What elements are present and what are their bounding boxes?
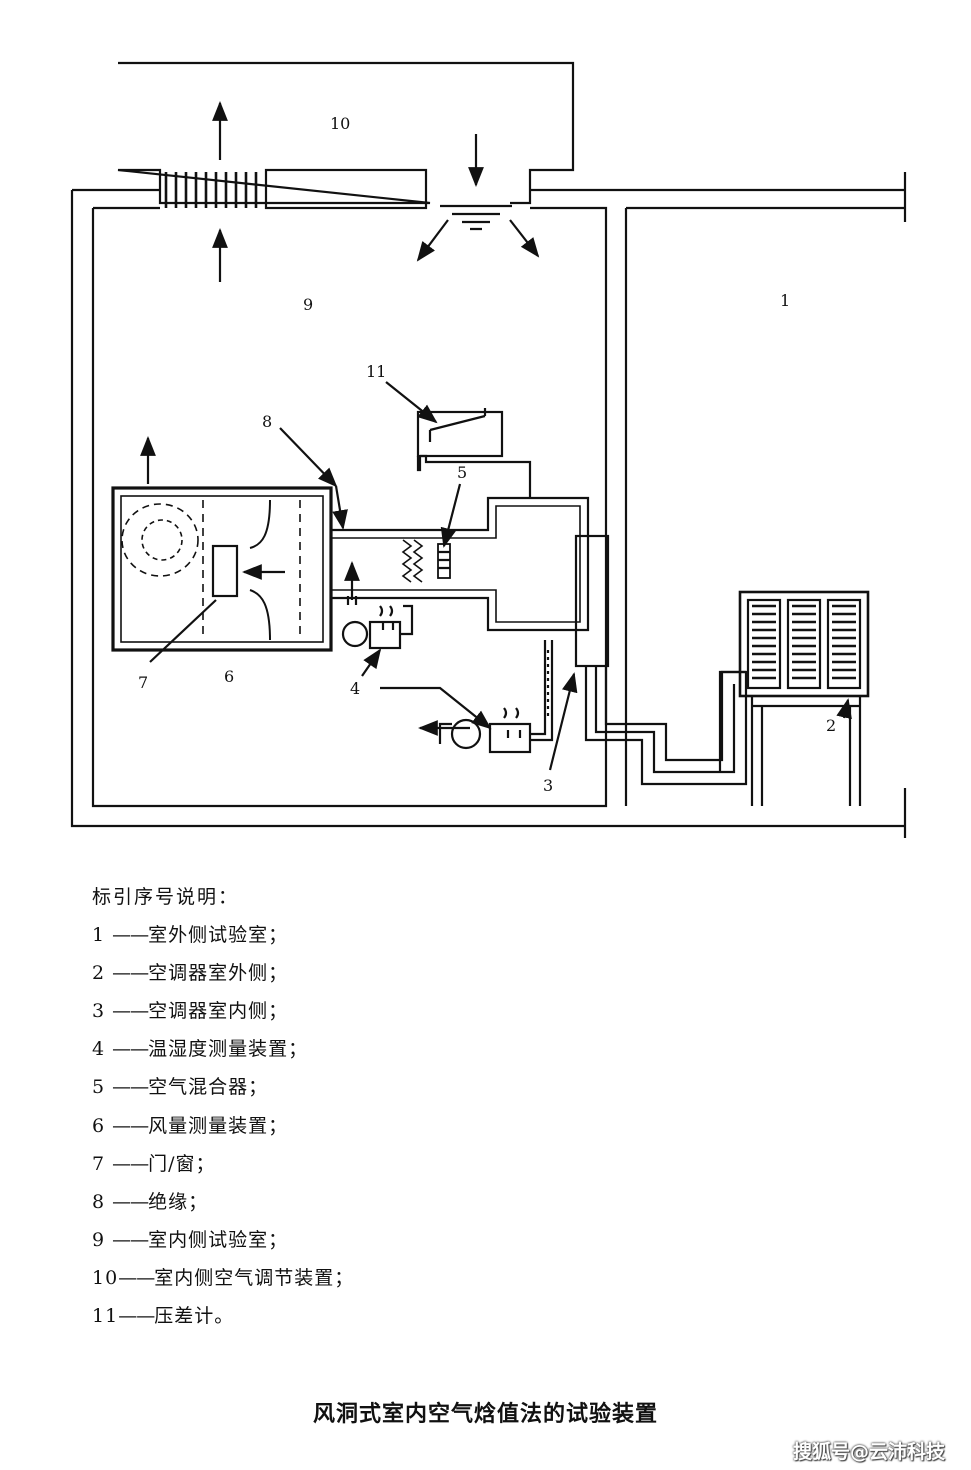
legend-item: 4 ——温湿度测量装置； <box>92 1030 354 1068</box>
legend-item-text: 空气混合器； <box>148 1076 269 1099</box>
label-8: 8 <box>262 412 272 431</box>
legend-item-number: 1 <box>92 924 106 947</box>
legend-item-text: 室内侧试验室； <box>148 1228 289 1251</box>
legend-dash: —— <box>118 1266 155 1289</box>
legend-item-number: 8 <box>92 1190 106 1213</box>
outdoor-room-wall <box>530 172 907 838</box>
label-6: 6 <box>224 667 234 686</box>
test-setup-diagram: 10 9 1 11 8 5 7 6 4 3 2 <box>70 61 907 838</box>
label-3: 3 <box>543 776 553 795</box>
legend-item-number: 10 <box>92 1266 119 1289</box>
legend: 标引序号说明： 1 ——室外侧试验室；2 ——空调器室外侧；3 ——空调器室内侧… <box>92 878 354 1335</box>
legend-dash: —— <box>112 1076 149 1099</box>
legend-heading: 标引序号说明： <box>92 886 240 908</box>
figure-caption: 风洞式室内空气焓值法的试验装置 <box>312 1401 658 1427</box>
legend-item: 11——压差计。 <box>92 1297 354 1335</box>
legend-item-number: 3 <box>92 1000 106 1023</box>
legend-item: 3 ——空调器室内侧； <box>92 992 354 1030</box>
legend-dash: —— <box>112 1152 149 1175</box>
legend-item: 9 ——室内侧试验室； <box>92 1221 354 1259</box>
grille-slats <box>164 172 258 208</box>
ac-outdoor-unit <box>738 590 870 698</box>
legend-item-text: 空调器室外侧； <box>148 962 289 985</box>
legend-item-text: 压差计。 <box>154 1305 235 1328</box>
legend-item-text: 门/窗； <box>148 1152 216 1175</box>
label-7: 7 <box>138 673 148 692</box>
label-4: 4 <box>350 679 360 698</box>
legend-item: 1 ——室外侧试验室； <box>92 916 354 954</box>
pressure-gauge <box>416 410 504 458</box>
airflow-measurement-chamber <box>111 486 333 652</box>
legend-item-text: 空调器室内侧； <box>148 1000 289 1023</box>
indoor-ac-device-outline <box>117 61 575 205</box>
door-window <box>211 544 239 598</box>
legend-dash: —— <box>112 1000 149 1023</box>
legend-dash: —— <box>112 924 149 947</box>
legend-item-text: 绝缘； <box>148 1190 209 1213</box>
legend-dash: —— <box>112 1114 149 1137</box>
legend-dash: —— <box>112 962 149 985</box>
legend-item: 2 ——空调器室外侧； <box>92 954 354 992</box>
diffuser <box>440 204 512 231</box>
label-5: 5 <box>457 463 467 482</box>
label-1: 1 <box>780 291 790 310</box>
label-9: 9 <box>303 295 313 314</box>
legend-dash: —— <box>112 1038 149 1061</box>
legend-dash: —— <box>112 1228 149 1251</box>
legend-item: 10——室内侧空气调节装置； <box>92 1259 354 1297</box>
legend-item: 8 ——绝缘； <box>92 1183 354 1221</box>
legend-item-number: 2 <box>92 962 106 985</box>
label-10: 10 <box>330 114 350 133</box>
legend-item-text: 室外侧试验室； <box>148 924 289 947</box>
legend-dash: —— <box>118 1305 155 1328</box>
legend-item-number: 9 <box>92 1228 106 1251</box>
legend-item: 6 ——风量测量装置； <box>92 1107 354 1145</box>
legend-item: 7 ——门/窗； <box>92 1145 354 1183</box>
legend-item-number: 11 <box>92 1305 119 1328</box>
sampling-fan <box>341 620 369 648</box>
label-2: 2 <box>826 716 836 735</box>
legend-item-number: 6 <box>92 1114 106 1137</box>
indoor-room-wall <box>70 188 905 828</box>
ac-indoor-unit <box>574 534 610 668</box>
legend-item-number: 7 <box>92 1152 106 1175</box>
legend-item-text: 温湿度测量装置； <box>148 1038 309 1061</box>
sampling-device <box>488 722 532 754</box>
label-11: 11 <box>366 362 386 381</box>
legend-item-text: 风量测量装置； <box>148 1114 289 1137</box>
legend-item-text: 室内侧空气调节装置； <box>154 1266 355 1289</box>
legend-dash: —— <box>112 1190 149 1213</box>
watermark: 搜狐号@云沛科技 <box>792 1441 945 1463</box>
legend-item: 5 ——空气混合器； <box>92 1068 354 1106</box>
coil-block <box>264 168 428 210</box>
legend-item-number: 5 <box>92 1076 106 1099</box>
legend-list: 1 ——室外侧试验室；2 ——空调器室外侧；3 ——空调器室内侧；4 ——温湿度… <box>92 916 354 1335</box>
legend-item-number: 4 <box>92 1038 106 1061</box>
